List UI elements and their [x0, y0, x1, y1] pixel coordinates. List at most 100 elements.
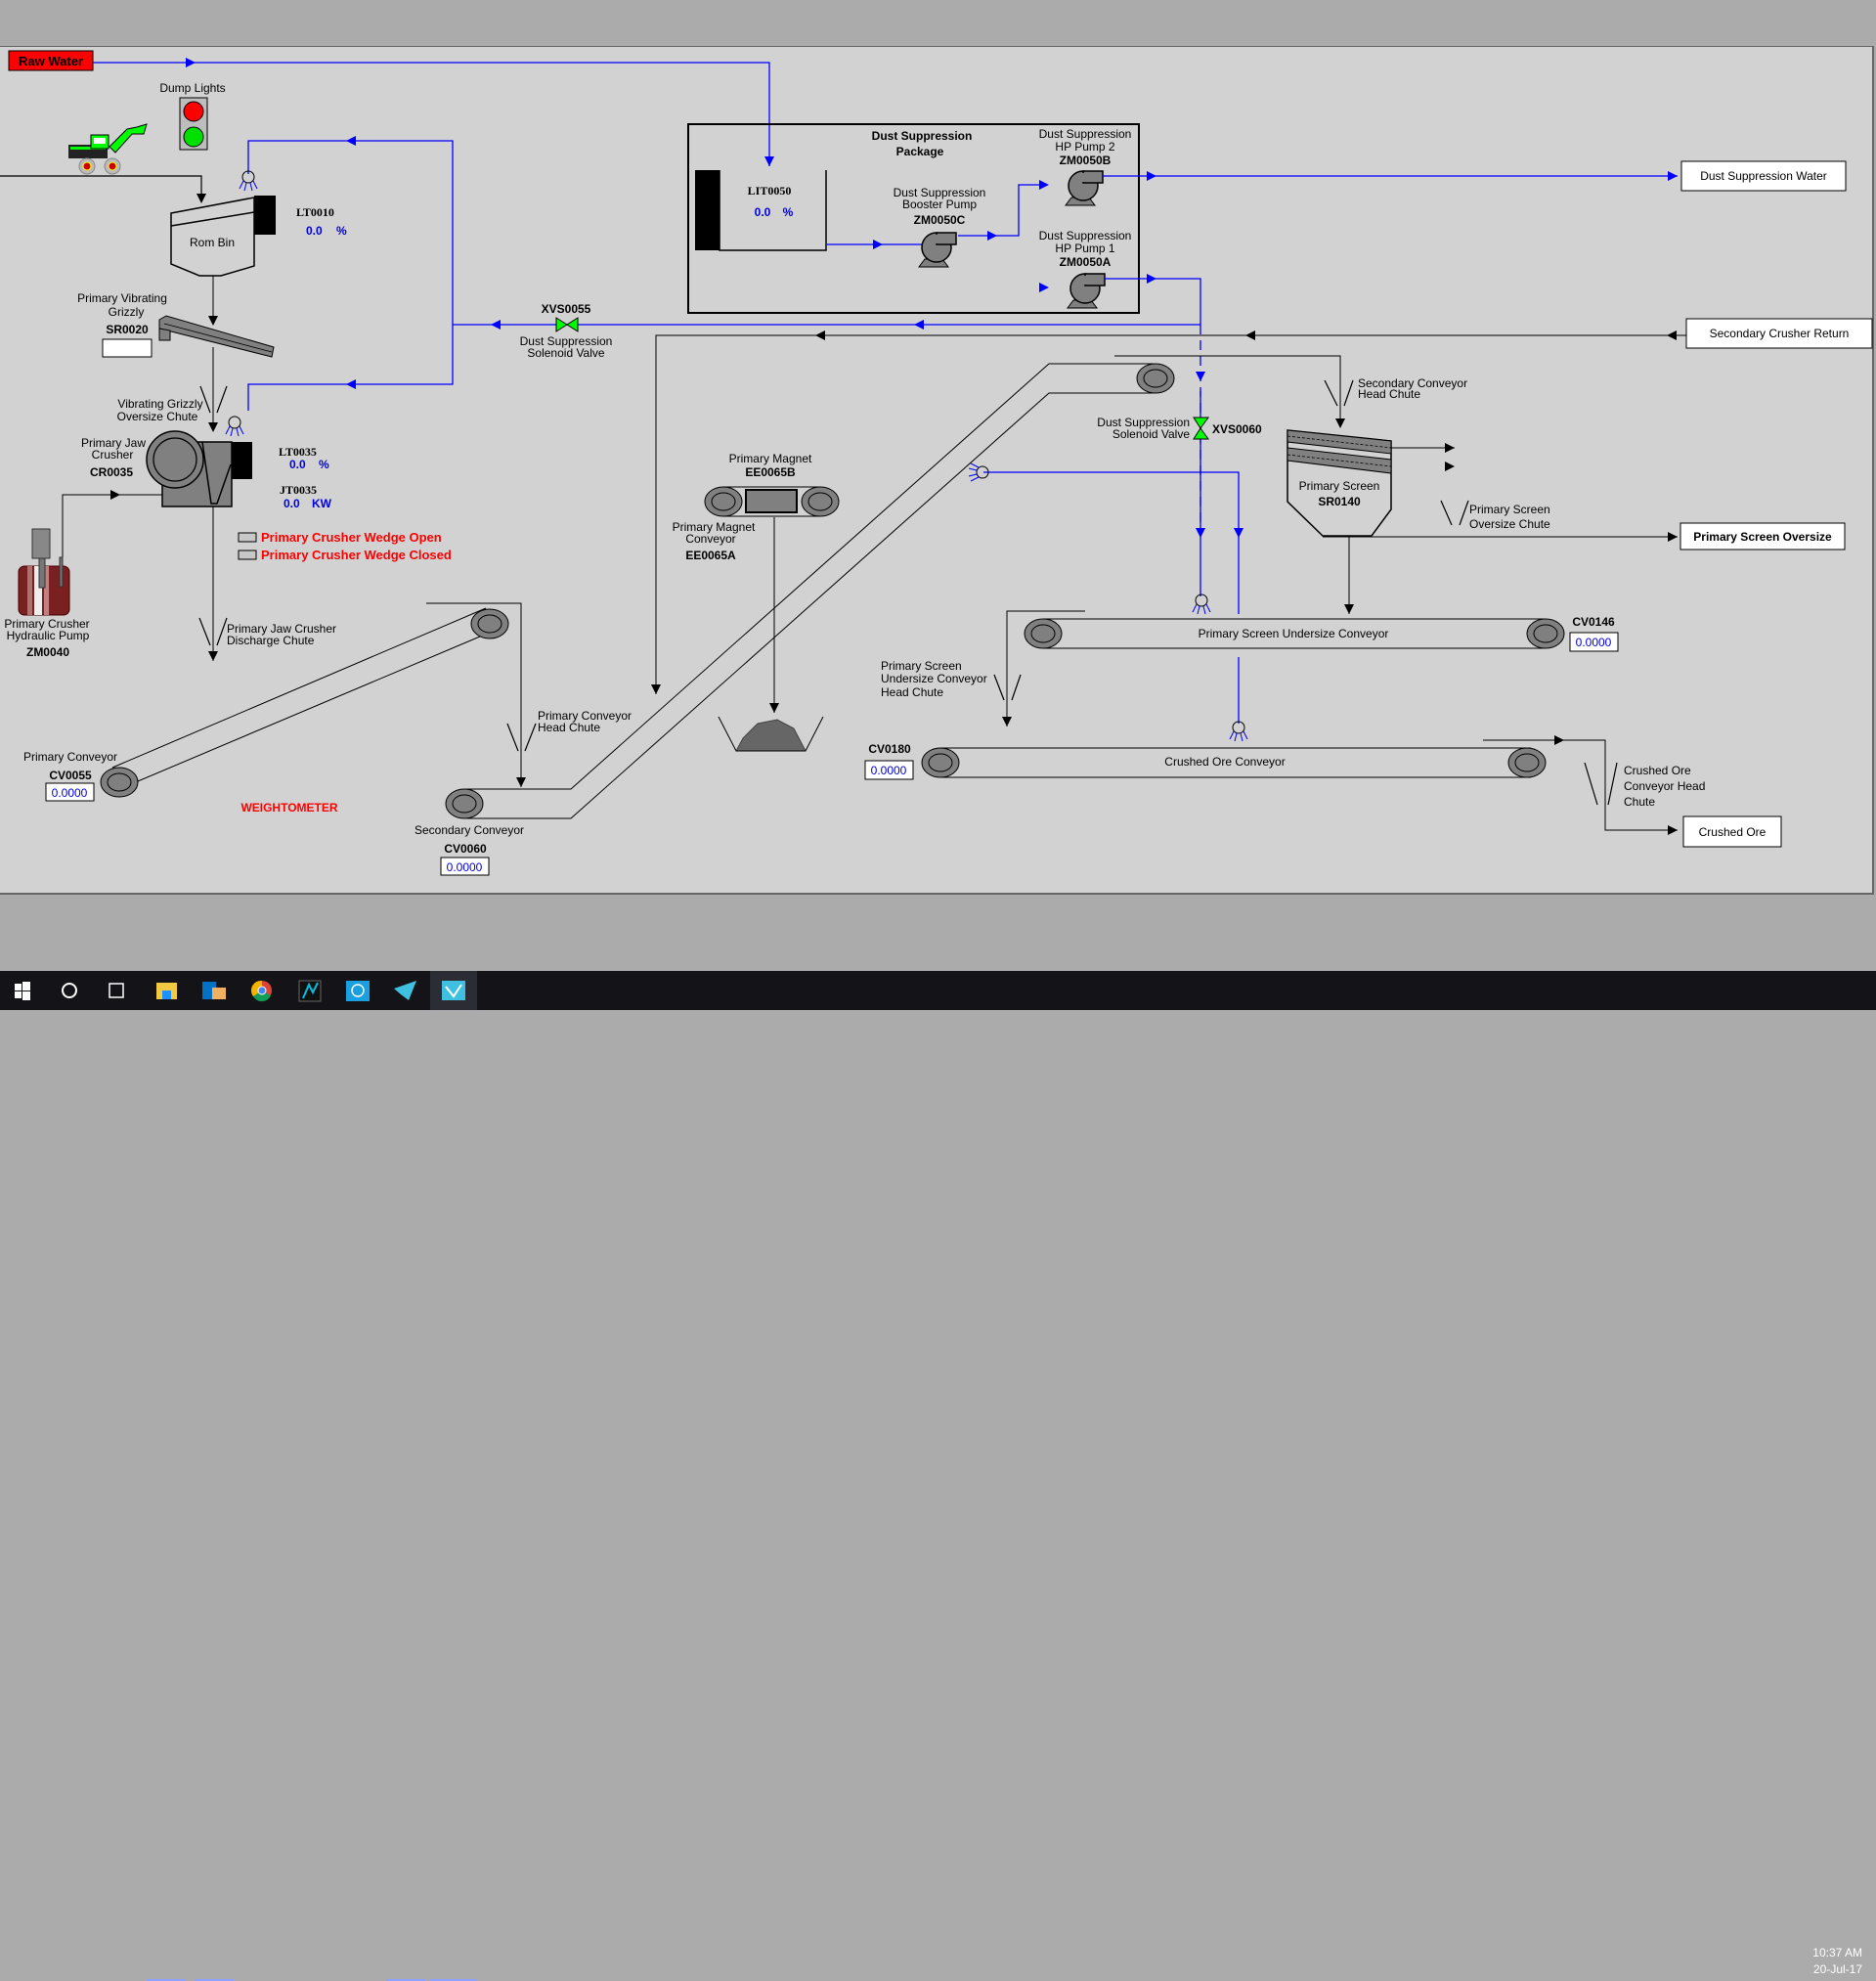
primary-screen-label: Primary Screen — [1299, 479, 1380, 493]
undersize-conveyor-label: Primary Screen Undersize Conveyor — [1199, 627, 1389, 640]
primary-screen-oversize-dest[interactable]: Primary Screen Oversize — [1680, 522, 1846, 550]
crushed-ore-chute-label-2: Conveyor Head — [1624, 779, 1705, 793]
outlook-icon[interactable] — [202, 982, 226, 999]
lt0010-tag: LT0010 — [296, 205, 334, 219]
flow-arrow — [764, 156, 774, 166]
raw-water-line — [93, 62, 770, 166]
vibrating-grizzly[interactable] — [158, 315, 275, 358]
flow-arrow — [1445, 462, 1455, 471]
booster-pump-label-2: Booster Pump — [902, 198, 977, 211]
flow-arrow — [1039, 180, 1049, 190]
crushed-ore-label: Crushed Ore — [1699, 825, 1767, 839]
dust-suppression-water-dest[interactable]: Dust Suppression Water — [1680, 160, 1847, 192]
dust-suppression-package — [687, 123, 1140, 314]
booster-pump-label: Dust Suppression — [894, 186, 986, 199]
package-title-2: Package — [896, 145, 944, 158]
task-view-icon[interactable] — [109, 983, 124, 998]
flow-arrow — [1668, 171, 1678, 181]
wedge-open-indicator[interactable]: Primary Crusher Wedge Open — [238, 530, 442, 545]
clock-time: 10:37 AM — [1812, 1946, 1862, 1959]
chrome-icon[interactable] — [250, 980, 272, 1002]
secondary-conveyor[interactable] — [445, 363, 1175, 819]
undersize-head-chute-label: Primary Screen — [881, 659, 962, 673]
grizzly-chute-label: Vibrating Grizzly — [117, 397, 202, 411]
file-explorer-icon[interactable] — [156, 983, 177, 999]
secondary-crusher-return-source[interactable]: Secondary Crusher Return — [1685, 318, 1873, 349]
water-tank-lit0050[interactable] — [695, 170, 827, 251]
primary-conveyor-label: Primary Conveyor — [23, 750, 117, 764]
xvs0060-label-2: Solenoid Valve — [1113, 427, 1190, 441]
zm0050c-tag: ZM0050C — [914, 213, 966, 227]
jaw-crusher-label: Primary Jaw — [81, 436, 146, 450]
jt0035-unit: KW — [312, 497, 332, 510]
lt0035-value: 0.0 — [289, 458, 306, 471]
chute-icon — [993, 674, 1022, 701]
intouch-viewer-icon[interactable] — [442, 981, 465, 1000]
return-line — [655, 334, 1686, 694]
scrap-pile-icon — [718, 716, 824, 752]
spray-nozzle-icon — [225, 416, 244, 437]
booster-pump-zm0050c[interactable] — [918, 232, 957, 268]
cv0180-value-box[interactable] — [864, 760, 914, 780]
primary-screen-oversize-label: Primary Screen Oversize — [1693, 530, 1832, 544]
cr0035-tag: CR0035 — [90, 465, 133, 479]
process-diagram: Raw Water Dump Lights Rom Bin LT0010 0.0… — [0, 50, 1873, 876]
raw-water-source[interactable]: Raw Water — [8, 50, 94, 71]
oversize-chute-label: Primary Screen — [1469, 503, 1550, 516]
jaw-discharge-chute-label-2: Discharge Chute — [227, 634, 315, 647]
primary-jaw-crusher[interactable] — [146, 430, 252, 507]
crushed-ore-conveyor-cv0180[interactable] — [921, 747, 1547, 778]
hp-pump-2-zm0050b[interactable] — [1065, 170, 1104, 206]
cortana-search-icon[interactable] — [62, 983, 77, 998]
flow-arrow — [1245, 330, 1255, 340]
flow-arrow — [1196, 372, 1205, 381]
taskbar-clock[interactable]: 10:37 AM 20-Jul-17 — [1812, 1945, 1862, 1978]
loader-truck-icon — [68, 123, 148, 175]
undersize-conveyor-cv0146[interactable] — [1024, 618, 1565, 649]
wedge-closed-indicator[interactable]: Primary Crusher Wedge Closed — [238, 548, 452, 562]
crushed-ore-dest[interactable]: Crushed Ore — [1682, 815, 1782, 848]
clock-date: 20-Jul-17 — [1812, 1962, 1862, 1976]
cv0146-value-box[interactable] — [1569, 632, 1619, 652]
primary-screen-sr0140[interactable] — [1287, 429, 1392, 537]
flow-arrow — [1667, 330, 1677, 340]
cv0055-value-box[interactable] — [45, 782, 95, 802]
flow-arrow — [110, 490, 120, 500]
application-server-icon[interactable] — [394, 981, 416, 1000]
crushed-ore-chute-label: Crushed Ore — [1624, 764, 1691, 777]
flow-arrow — [346, 379, 356, 389]
xvs0060-valve[interactable] — [1193, 417, 1209, 440]
rom-bin[interactable]: Rom Bin — [170, 196, 276, 277]
lt0010-value: 0.0 — [306, 224, 323, 238]
flow-arrow — [1554, 735, 1564, 745]
crushed-ore-chute-label-3: Chute — [1624, 795, 1655, 809]
hydraulic-pump-icon[interactable] — [18, 528, 70, 616]
chute-icon — [506, 723, 537, 752]
spray-nozzle-icon — [1192, 594, 1211, 615]
primary-magnet[interactable] — [704, 486, 840, 517]
lit0050-tag: LIT0050 — [748, 184, 792, 198]
chute-icon — [199, 385, 228, 414]
hp-pump-1-zm0050a[interactable] — [1067, 273, 1106, 309]
network-config-icon[interactable] — [346, 981, 370, 1001]
xvs0055-valve[interactable] — [555, 317, 579, 332]
intouch-windowmaker-icon[interactable] — [298, 980, 322, 1002]
taskbar: 10:37 AM 20-Jul-17 — [0, 971, 1876, 1981]
red-light-icon — [183, 101, 204, 122]
primary-conveyor[interactable] — [100, 607, 509, 798]
flow-arrow — [1668, 532, 1678, 542]
lit0050-value: 0.0 — [755, 205, 771, 219]
ee0065b-tag: EE0065B — [745, 465, 796, 479]
jt0035-value: 0.0 — [284, 497, 300, 510]
hp-pump-1-label-2: HP Pump 1 — [1055, 242, 1114, 255]
flow-arrow — [1234, 528, 1243, 538]
package-title: Dust Suppression — [872, 129, 973, 143]
flow-arrow — [516, 777, 526, 787]
start-button[interactable] — [15, 982, 30, 1000]
sr0020-value-box[interactable] — [102, 338, 153, 358]
dust-water-line — [247, 140, 454, 411]
dump-lights[interactable] — [179, 97, 208, 151]
cv0060-value: 0.0000 — [447, 860, 483, 874]
grizzly-label-2: Grizzly — [109, 305, 145, 319]
cv0060-value-box[interactable] — [440, 857, 490, 876]
